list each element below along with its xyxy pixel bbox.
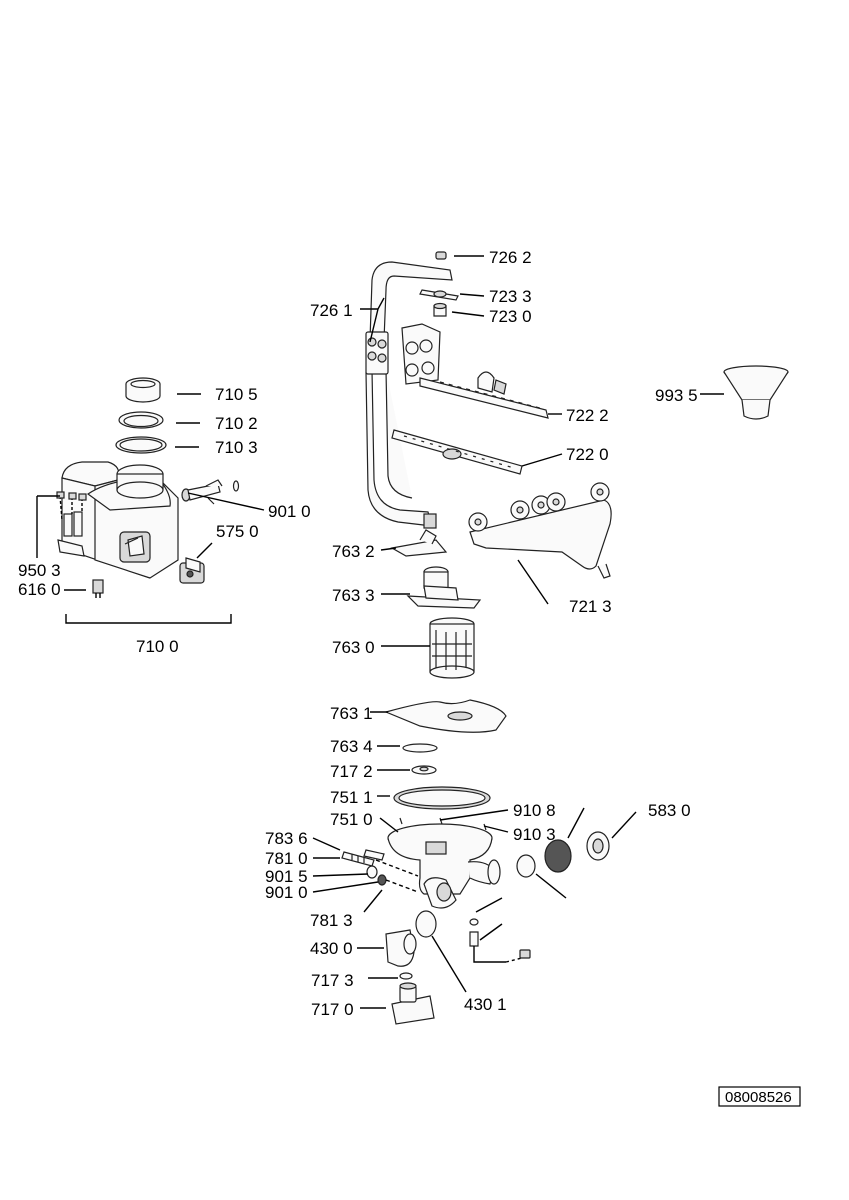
circulation-pump-caps: [544, 831, 610, 873]
label-7634: 763 4: [330, 737, 373, 756]
label-7631: 763 1: [330, 704, 373, 723]
satellite-spray-arm: [468, 482, 612, 579]
label-9935: 993 5: [655, 386, 698, 405]
label-7836: 783 6: [265, 829, 308, 848]
sump-screws: [399, 817, 487, 831]
label-7102: 710 2: [215, 414, 258, 433]
salt-funnel: [723, 365, 789, 420]
label-7633: 763 3: [332, 586, 375, 605]
upper-spray-arm: [401, 323, 549, 419]
label-7511: 751 1: [330, 788, 373, 807]
sump-side-parts: [469, 854, 536, 963]
label-9010-bottom: 901 0: [265, 883, 308, 902]
softener-hose-nozzle: [181, 479, 240, 505]
sump-body: [387, 823, 501, 909]
heater-sensor-parts: [341, 849, 419, 893]
salt-cap: [125, 377, 161, 403]
label-9015: 901 5: [265, 867, 308, 886]
label-7230: 723 0: [489, 307, 532, 326]
softener-body: [57, 461, 179, 579]
label-7103: 710 3: [215, 438, 258, 457]
supply-pipe: [365, 261, 453, 529]
label-7222: 722 2: [566, 406, 609, 425]
filter-sump-group: 763 2 763 3 763 0 763 1 763 4 717 2 751 …: [265, 529, 691, 1025]
wash-arm-group: 726 2 726 1 723 3 723 0 722 2 722 0 721 …: [310, 248, 789, 616]
label-7261: 726 1: [310, 301, 353, 320]
ring-nut: [118, 411, 164, 429]
top-nozzle-fittings: [419, 251, 459, 317]
label-9503: 950 3: [18, 561, 61, 580]
label-9010-top: 901 0: [268, 502, 311, 521]
label-7105: 710 5: [215, 385, 258, 404]
lower-spray-arm: [391, 429, 523, 475]
softener-pins: [56, 491, 87, 521]
label-4300: 430 0: [310, 939, 353, 958]
label-7100: 710 0: [136, 637, 179, 656]
label-9103: 910 3: [513, 825, 556, 844]
drain-pump-parts: [385, 910, 437, 1025]
document-number-box: 08008526: [718, 1086, 801, 1107]
filter-seal-ring: [402, 743, 438, 753]
document-number: 08008526: [725, 1089, 792, 1106]
label-7233: 723 3: [489, 287, 532, 306]
filter-cylinder: [429, 617, 475, 679]
water-softener-group: 710 5 710 2 710 3 901 0 575 0 950 3 616 …: [18, 377, 311, 656]
label-5830: 583 0: [648, 801, 691, 820]
label-4301: 430 1: [464, 995, 507, 1014]
flat-filter-plate: [384, 699, 507, 733]
label-7262: 726 2: [489, 248, 532, 267]
label-7810: 781 0: [265, 849, 308, 868]
label-7170: 717 0: [311, 1000, 354, 1019]
label-7220: 722 0: [566, 445, 609, 464]
label-7172: 717 2: [330, 762, 373, 781]
filter-clip: [390, 529, 448, 557]
label-7630: 763 0: [332, 638, 375, 657]
label-7632: 763 2: [332, 542, 375, 561]
label-7213: 721 3: [569, 597, 612, 616]
solenoid-valve: [179, 557, 205, 584]
label-7173: 717 3: [311, 971, 354, 990]
softener-connector: [92, 579, 104, 598]
label-6160: 616 0: [18, 580, 61, 599]
label-5750: 575 0: [216, 522, 259, 541]
micro-filter-top: [406, 566, 482, 609]
sump-gasket: [393, 786, 491, 810]
softener-gasket: [115, 436, 167, 454]
label-9108: 910 8: [513, 801, 556, 820]
small-cap: [411, 765, 437, 775]
label-7510: 751 0: [330, 810, 373, 829]
label-7813: 781 3: [310, 911, 353, 930]
